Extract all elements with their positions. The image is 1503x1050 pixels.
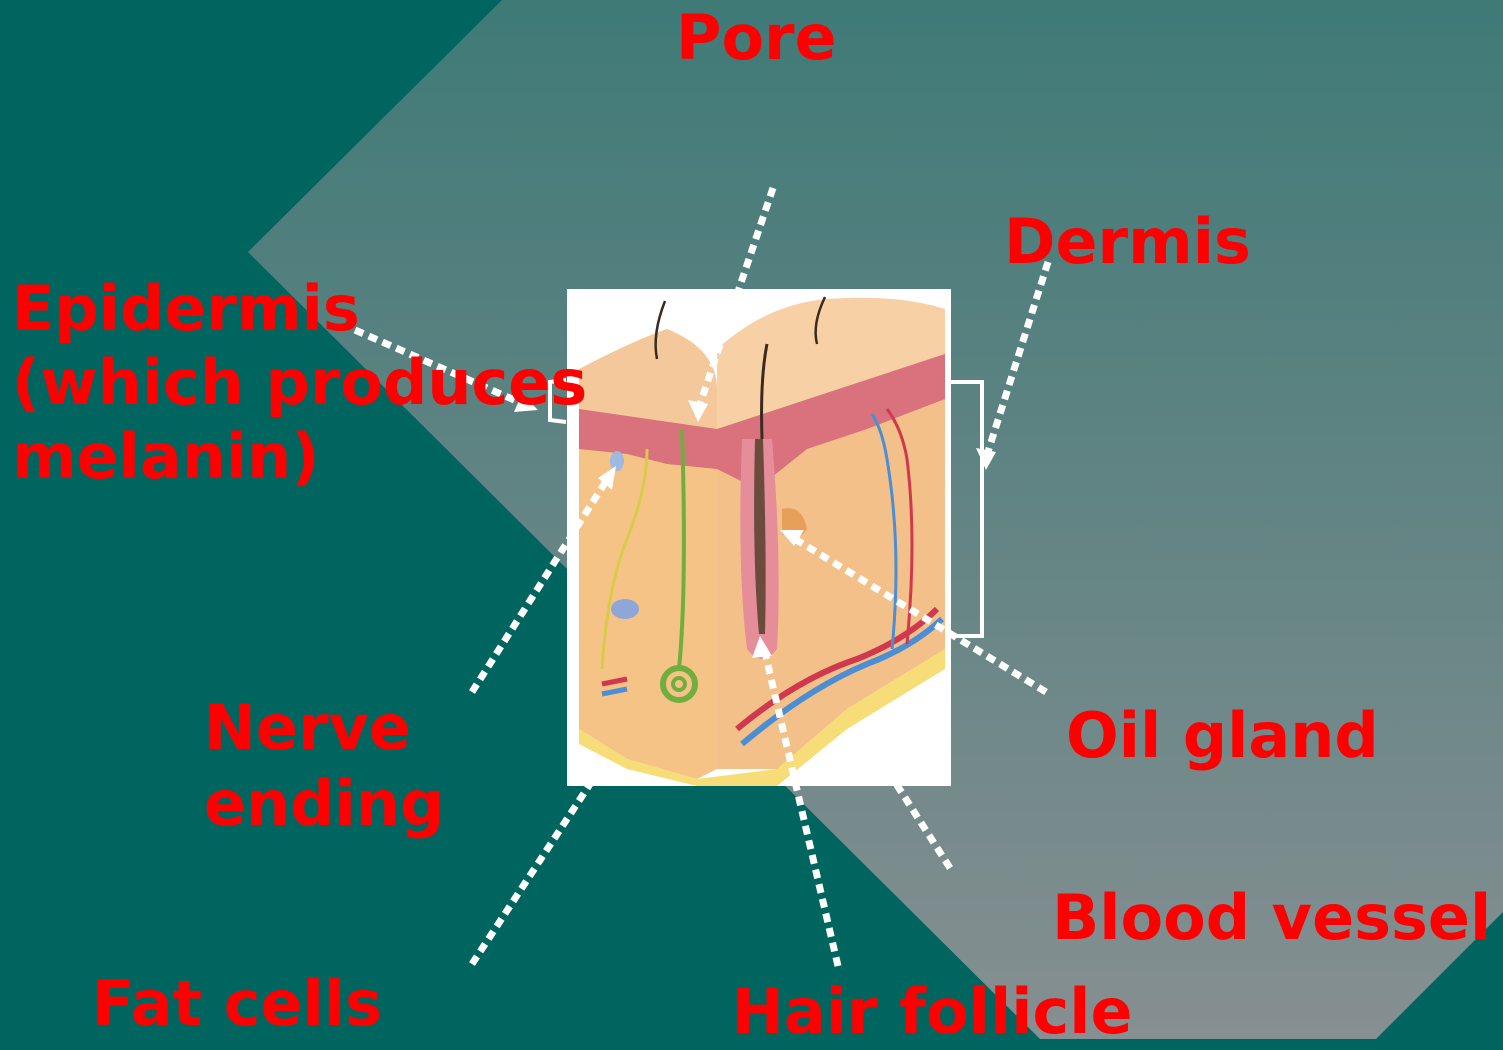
skin-cross-section-illustration	[567, 289, 951, 786]
nerve-ending-label-line: Nerve	[204, 690, 444, 766]
oil-gland-label: Oil gland	[1066, 698, 1379, 774]
pore-label: Pore	[676, 0, 837, 76]
epidermis-label-line: Epidermis	[12, 272, 587, 346]
blood-vessel-label: Blood vessel	[1052, 880, 1491, 956]
fat-cells-label: Fat cells	[92, 966, 382, 1042]
dermis-label: Dermis	[1004, 204, 1251, 280]
epidermis-label-line: (which produces	[12, 346, 587, 420]
epidermis-label: Epidermis (which produces melanin)	[12, 272, 587, 494]
epidermis-label-line: melanin)	[12, 420, 587, 494]
nerve-ending-label-line: ending	[204, 766, 444, 842]
nerve-ending-label: Nerve ending	[204, 690, 444, 842]
